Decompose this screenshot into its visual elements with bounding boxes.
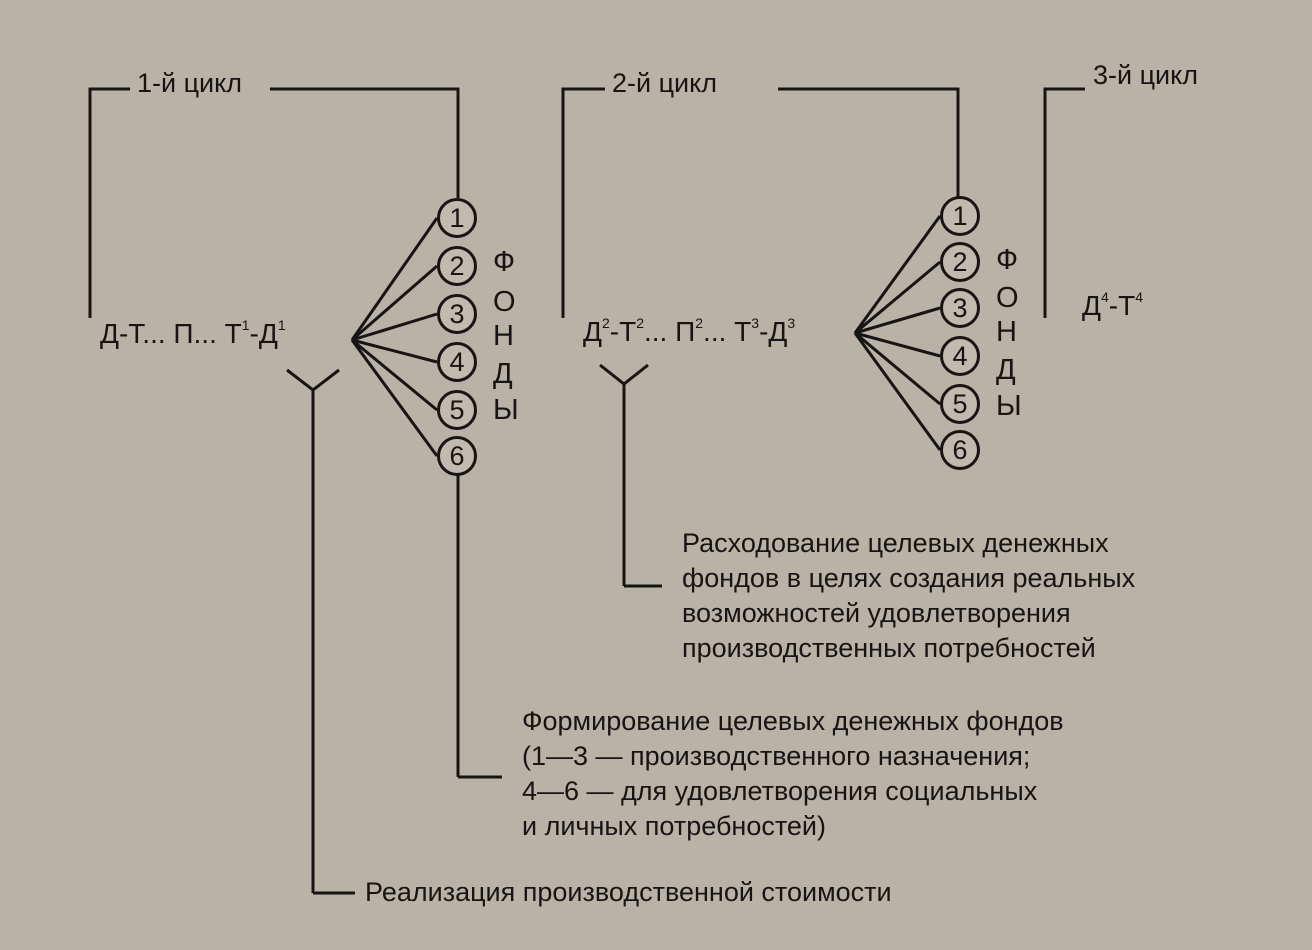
fund-circle-4: 4 (940, 336, 980, 376)
fund-circle-3: 3 (437, 294, 477, 334)
fan-lines-2 (853, 215, 942, 451)
fund-circle-3: 3 (940, 288, 980, 328)
fund-letter: Н (493, 320, 514, 352)
spending-description: Расходование целевых денежных фондов в ц… (682, 528, 1136, 663)
fund-circle-5: 5 (437, 390, 477, 430)
fund-circle-1: 1 (940, 196, 980, 236)
fund-letter: Ф (996, 244, 1019, 276)
formation-description: Формирование целевых денежных фондов (1—… (522, 706, 1064, 841)
formula-cycle-3: Д4-Т4 (1082, 289, 1143, 321)
fund-circle-5: 5 (940, 384, 980, 424)
cycle-label-3: 3-й цикл (1093, 60, 1199, 90)
cycle2-bracket-right (778, 87, 960, 198)
fund-circle-2: 2 (940, 242, 980, 282)
fund-circle-4: 4 (437, 342, 477, 382)
fund-letter: О (996, 282, 1019, 314)
realization-description: Реализация производственной стоимости (365, 877, 892, 907)
fund-circle-1: 1 (437, 198, 477, 238)
fund-circle-6: 6 (437, 436, 477, 476)
cycle-label-2: 2-й цикл (612, 68, 718, 98)
fund-letter: Ы (493, 394, 519, 426)
formula-cycle-1: Д-Т... П... Т1-Д1 (100, 317, 286, 349)
cycle-label-1: 1-й цикл (137, 68, 243, 98)
cycle1-bracket-right (270, 87, 460, 198)
fund-letter: Ф (493, 246, 516, 278)
fund-circle-6: 6 (940, 430, 980, 470)
fan-lines-1 (350, 217, 439, 457)
cycle2-bracket (561, 87, 605, 318)
fund-letter: Н (996, 316, 1017, 348)
fund-letter: Ы (996, 390, 1022, 422)
cycle1-bracket (88, 87, 130, 318)
formula-cycle-2: Д2-Т2... П2... Т3-Д3 (583, 315, 796, 347)
fork-2 (599, 363, 649, 386)
fund-letter: О (493, 286, 516, 318)
cycle3-bracket (1043, 87, 1085, 318)
fork-1 (286, 368, 340, 392)
fund-circle-2: 2 (437, 246, 477, 286)
fund-letter: Д (996, 354, 1016, 386)
fund-letter: Д (493, 358, 513, 390)
